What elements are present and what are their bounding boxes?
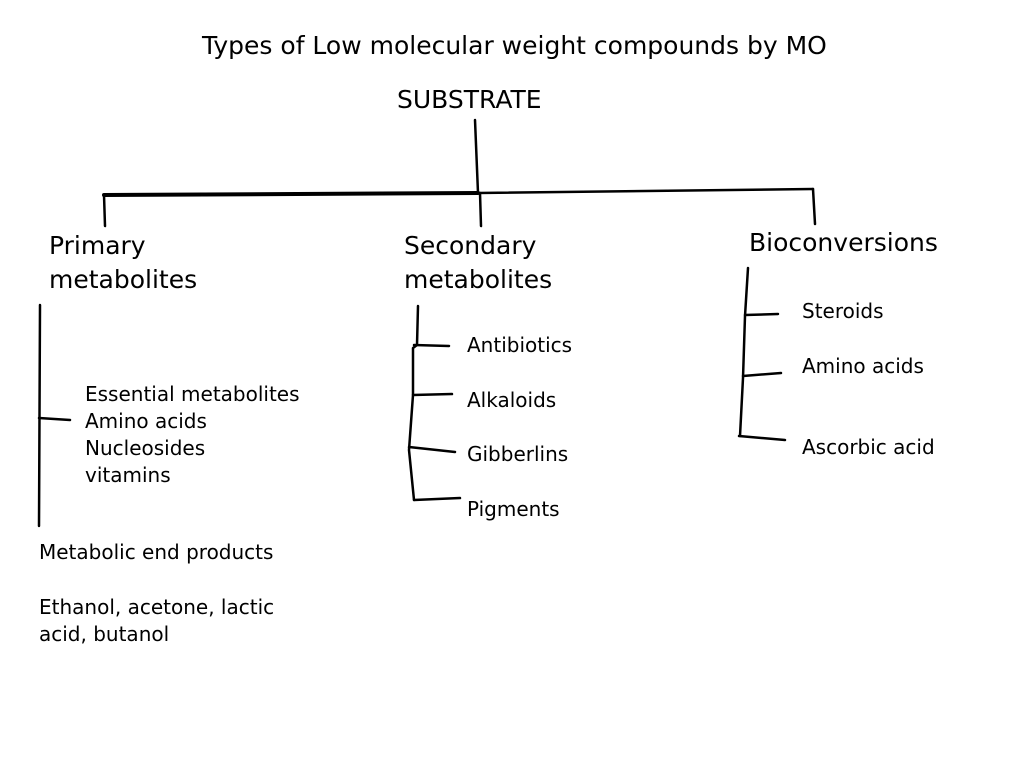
bio-bracket xyxy=(738,266,750,438)
primary-items: Essential metabolites Amino acids Nucleo… xyxy=(85,382,300,487)
branch-bar-left xyxy=(102,191,480,197)
secondary-tick-alkaloids xyxy=(411,392,454,397)
root-node: SUBSTRATE xyxy=(397,85,542,114)
secondary-tick-antibiotics xyxy=(412,343,451,348)
primary-tick xyxy=(37,416,72,422)
diagram-title: Types of Low molecular weight compounds … xyxy=(202,31,827,60)
secondary-tick-gibberlins xyxy=(407,445,457,454)
secondary-item: Antibiotics xyxy=(467,333,573,357)
secondary-item: Alkaloids xyxy=(467,388,557,412)
bio-tick-steroids xyxy=(743,312,780,317)
bio-tick-amino-acids xyxy=(741,371,783,378)
secondary-item: Pigments xyxy=(467,497,560,521)
bioconversion-item: Amino acids xyxy=(802,354,924,378)
root-trunk-line xyxy=(473,118,480,195)
metabolic-end-products-label: Metabolic end products xyxy=(39,540,274,564)
primary-heading: Primary metabolites xyxy=(49,231,198,294)
bio-tick-ascorbic-acid xyxy=(737,434,787,442)
metabolic-end-products-list: Ethanol, acetone, lactic acid, butanol xyxy=(39,595,275,646)
secondary-tick-pigments xyxy=(412,496,462,502)
secondary-heading: Secondary metabolites xyxy=(404,231,553,294)
bioconversion-item: Ascorbic acid xyxy=(802,435,935,459)
drop-secondary xyxy=(478,191,483,228)
drop-primary xyxy=(102,193,107,228)
primary-bracket xyxy=(37,303,42,528)
secondary-bracket xyxy=(407,304,420,502)
branch-bar-right xyxy=(476,187,815,195)
drop-bioconversions xyxy=(811,187,817,226)
bioconversions-heading: Bioconversions xyxy=(749,228,938,257)
secondary-item: Gibberlins xyxy=(467,442,569,466)
bioconversion-item: Steroids xyxy=(802,299,884,323)
